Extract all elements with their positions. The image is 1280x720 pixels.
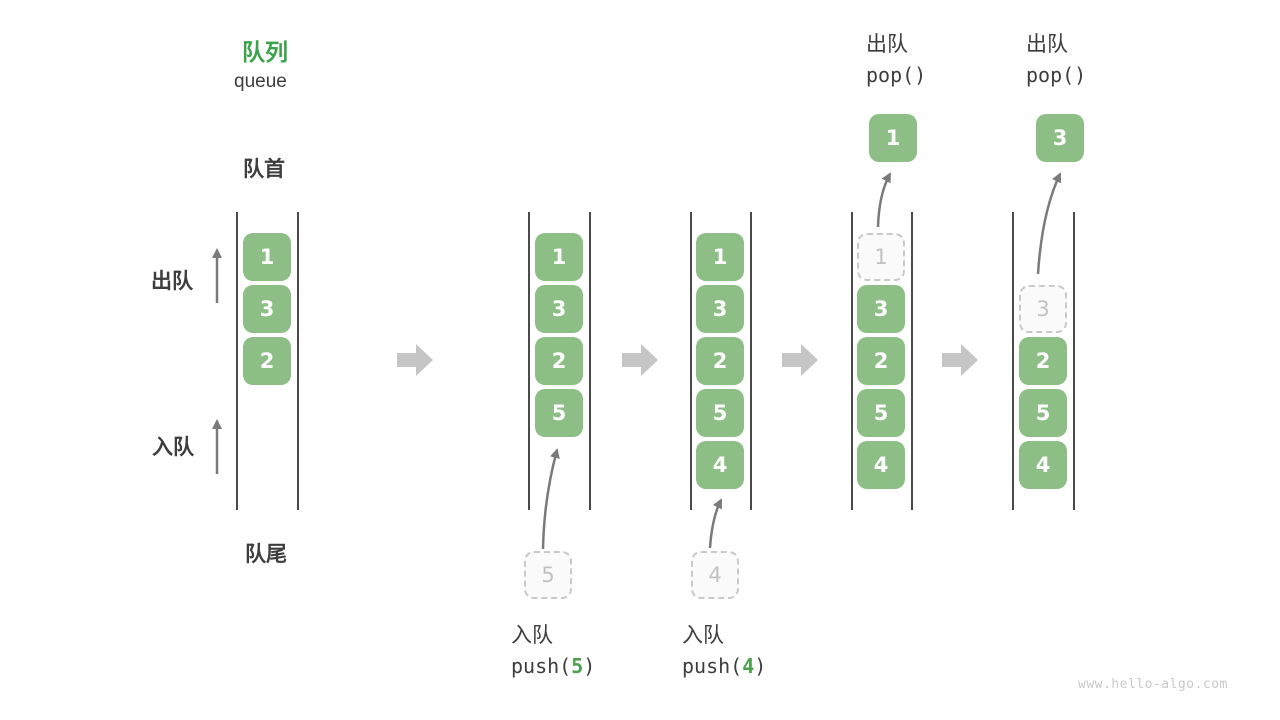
queue-wall-right bbox=[589, 212, 591, 510]
queue-wall-left bbox=[236, 212, 238, 510]
queue-item: 5 bbox=[857, 389, 905, 437]
label-enqueue-side: 入队 bbox=[152, 436, 194, 459]
op-code-push: push(4) bbox=[682, 654, 767, 678]
state-transition-arrow-icon bbox=[397, 344, 433, 376]
item-value: 5 bbox=[1035, 401, 1051, 425]
item-value: 3 bbox=[259, 297, 275, 321]
operation-arrow-icon bbox=[541, 448, 560, 550]
queue-wall-right bbox=[750, 212, 752, 510]
item-value: 1 bbox=[259, 245, 275, 269]
queue-wall-left bbox=[528, 212, 530, 510]
queue-item: 2 bbox=[857, 337, 905, 385]
queue-item: 3 bbox=[696, 285, 744, 333]
queue-wall-right bbox=[297, 212, 299, 510]
queue-item: 3 bbox=[243, 285, 291, 333]
diagram-title-en: queue bbox=[234, 71, 287, 92]
item-value: 5 bbox=[551, 401, 567, 425]
item-value: 2 bbox=[259, 349, 275, 373]
queue-item: 4 bbox=[857, 441, 905, 489]
item-value: 5 bbox=[712, 401, 728, 425]
queue-item: 3 bbox=[857, 285, 905, 333]
queue-item: 5 bbox=[696, 389, 744, 437]
queue-wall-right bbox=[911, 212, 913, 510]
operation-arrow-icon bbox=[708, 498, 723, 549]
popped-item: 1 bbox=[869, 114, 917, 162]
op-label-enqueue: 入队 bbox=[511, 624, 553, 647]
queue-item: 2 bbox=[243, 337, 291, 385]
incoming-item: 5 bbox=[524, 551, 572, 599]
watermark: www.hello-algo.com bbox=[1078, 677, 1228, 692]
op-label-dequeue: 出队 bbox=[1026, 33, 1068, 56]
diagram-title-zh: 队列 bbox=[242, 39, 288, 65]
item-value: 3 bbox=[1052, 126, 1068, 150]
queue-item: 5 bbox=[535, 389, 583, 437]
op-label-dequeue: 出队 bbox=[866, 33, 908, 56]
item-value: 5 bbox=[873, 401, 889, 425]
queue-wall-left bbox=[851, 212, 853, 510]
item-value: 2 bbox=[1035, 349, 1051, 373]
queue-item: 5 bbox=[1019, 389, 1067, 437]
item-value: 2 bbox=[873, 349, 889, 373]
queue-item: 2 bbox=[535, 337, 583, 385]
incoming-item: 4 bbox=[691, 551, 739, 599]
op-arg: 5 bbox=[571, 654, 584, 678]
queue-item: 4 bbox=[696, 441, 744, 489]
queue-item: 4 bbox=[1019, 441, 1067, 489]
queue-item: 3 bbox=[535, 285, 583, 333]
item-value: 3 bbox=[551, 297, 567, 321]
op-code-pop: pop() bbox=[1026, 63, 1087, 87]
item-value: 1 bbox=[885, 126, 901, 150]
item-value: 2 bbox=[551, 349, 567, 373]
item-value: 5 bbox=[541, 563, 555, 587]
queue-item: 2 bbox=[1019, 337, 1067, 385]
queue-item: 2 bbox=[696, 337, 744, 385]
item-value: 4 bbox=[873, 453, 889, 477]
label-queue-rear: 队尾 bbox=[245, 543, 287, 566]
op-code-push: push(5) bbox=[511, 654, 596, 678]
op-arg: 4 bbox=[742, 654, 755, 678]
item-value: 4 bbox=[712, 453, 728, 477]
item-value: 2 bbox=[712, 349, 728, 373]
state-transition-arrow-icon bbox=[942, 344, 978, 376]
state-transition-arrow-icon bbox=[622, 344, 658, 376]
state-transition-arrow-icon bbox=[782, 344, 818, 376]
op-label-enqueue: 入队 bbox=[682, 624, 724, 647]
item-value: 4 bbox=[1035, 453, 1051, 477]
operation-arrow-icon bbox=[1036, 172, 1062, 275]
item-value: 1 bbox=[551, 245, 567, 269]
op-code-pop: pop() bbox=[866, 63, 927, 87]
queue-item: 1 bbox=[243, 233, 291, 281]
queue-wall-left bbox=[1012, 212, 1014, 510]
queue-item: 1 bbox=[696, 233, 744, 281]
item-value: 3 bbox=[1036, 297, 1050, 321]
queue-item-ghost: 3 bbox=[1019, 285, 1067, 333]
queue-wall-left bbox=[690, 212, 692, 510]
item-value: 3 bbox=[712, 297, 728, 321]
item-value: 1 bbox=[874, 245, 888, 269]
item-value: 1 bbox=[712, 245, 728, 269]
item-value: 4 bbox=[708, 563, 722, 587]
queue-item-ghost: 1 bbox=[857, 233, 905, 281]
item-value: 3 bbox=[873, 297, 889, 321]
queue-wall-right bbox=[1073, 212, 1075, 510]
label-dequeue-side: 出队 bbox=[151, 270, 193, 293]
operation-arrow-icon bbox=[876, 172, 892, 228]
popped-item: 3 bbox=[1036, 114, 1084, 162]
queue-item: 1 bbox=[535, 233, 583, 281]
label-queue-front: 队首 bbox=[243, 158, 285, 181]
